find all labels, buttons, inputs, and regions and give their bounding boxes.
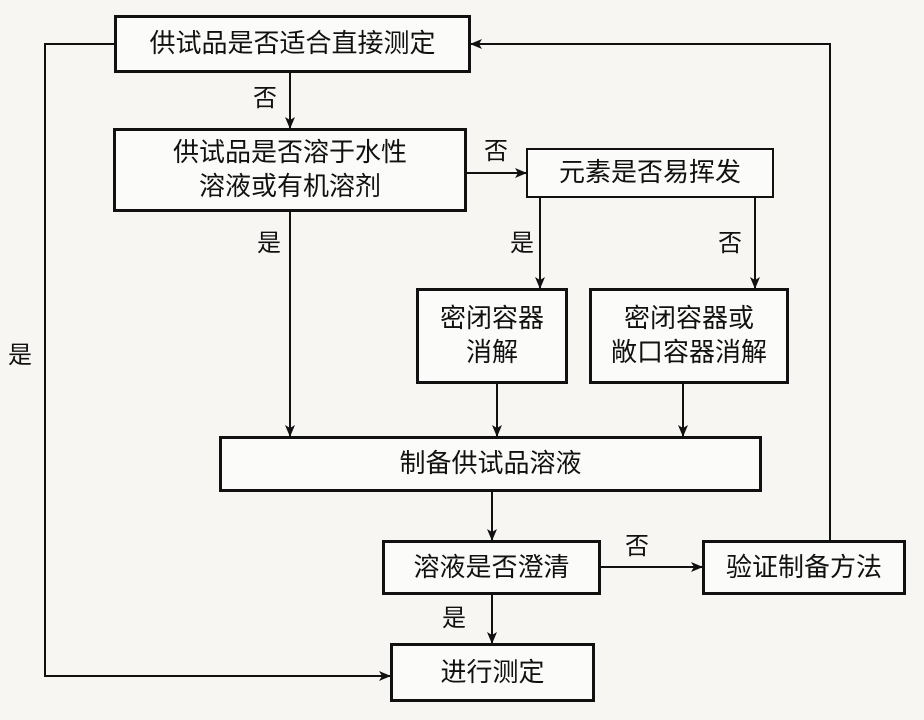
box-validate-method: 验证制备方法 [702,540,906,595]
arrow-direct-to-measure [44,43,391,681]
label-yes-soluble: 是 [257,229,281,257]
box-prepare-solution: 制备供试品溶液 [219,436,762,492]
box-soluble: 供试品是否溶于水性 溶液或有机溶剂 [113,128,467,212]
label-yes-direct: 是 [8,341,32,369]
box-solution-clear: 溶液是否澄清 [382,540,601,595]
arrow-validate-to-direct [470,39,831,540]
box-closed-or-open-digest: 密闭容器或 敞口容器消解 [589,288,789,384]
label-no-soluble: 否 [484,137,508,165]
label-no-volatile: 否 [718,229,742,257]
box-direct-measure: 供试品是否适合直接测定 [114,15,471,73]
box-volatile: 元素是否易挥发 [526,148,774,198]
label-no-direct: 否 [253,84,277,112]
label-yes-volatile: 是 [510,229,534,257]
label-yes-clear: 是 [442,604,466,632]
label-no-clear: 否 [625,532,649,560]
box-measure: 进行测定 [390,643,595,702]
box-closed-digest: 密闭容器 消解 [416,288,568,384]
